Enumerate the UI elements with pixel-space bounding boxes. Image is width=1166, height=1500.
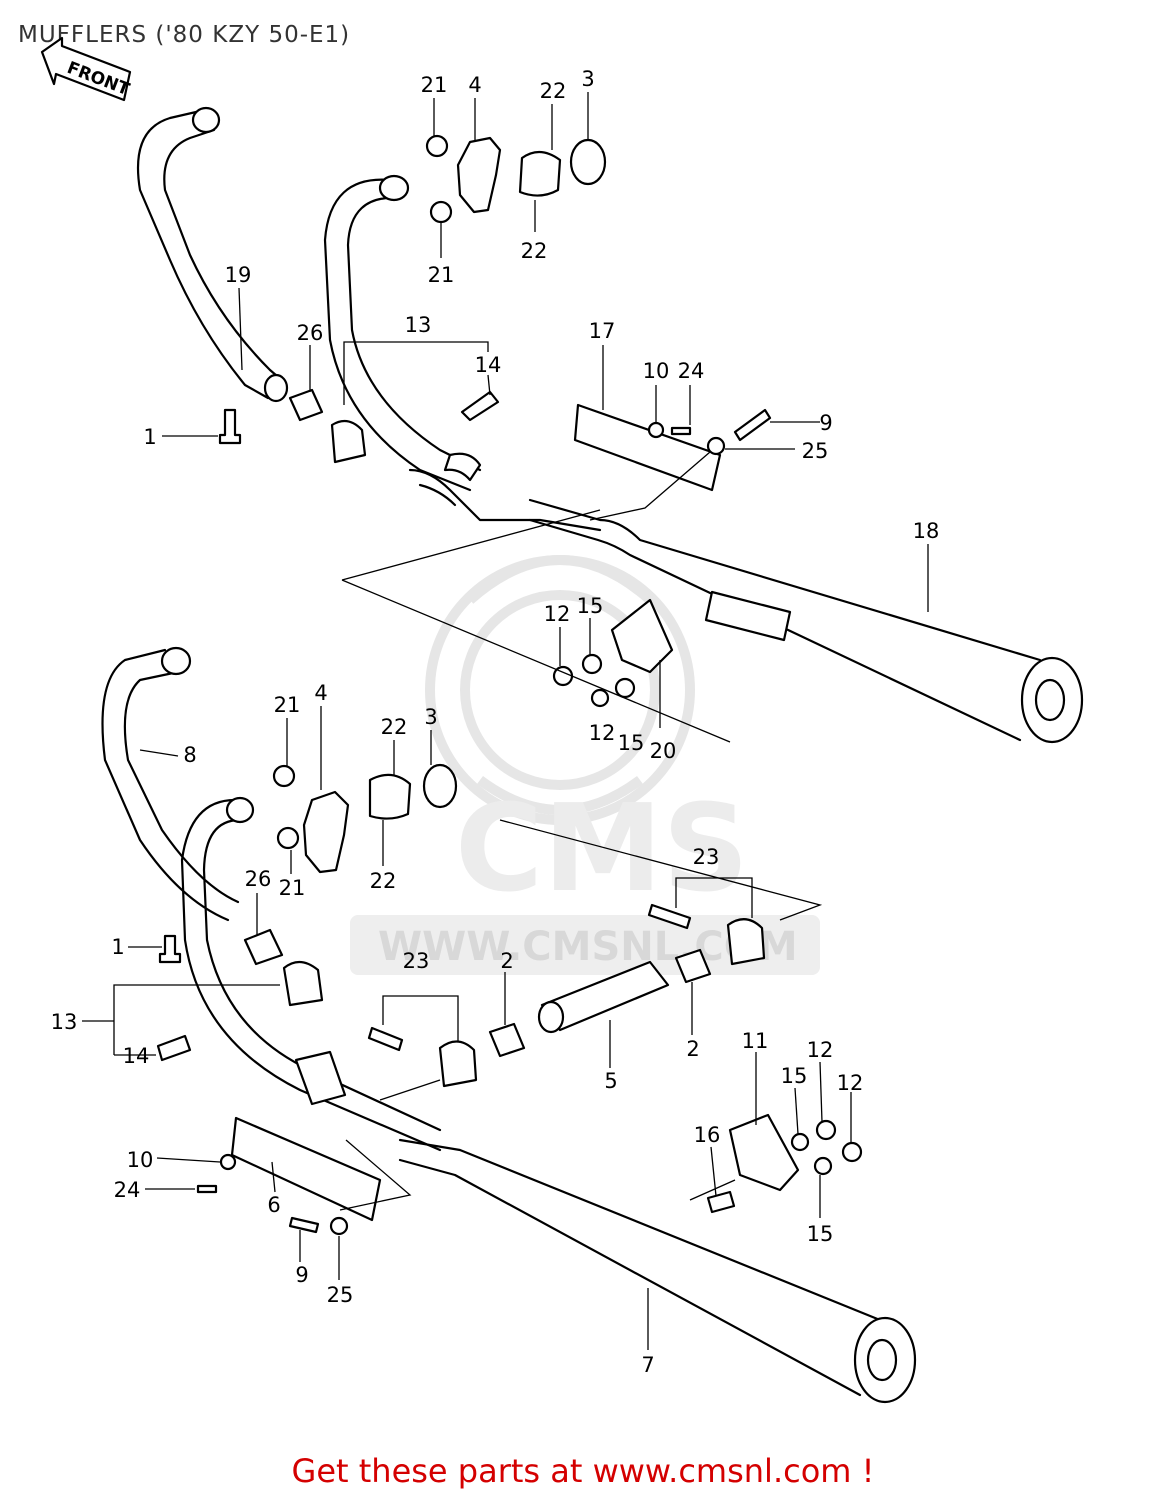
footer-link[interactable]: Get these parts at www.cmsnl.com ! — [291, 1452, 875, 1490]
callout-8: 8 — [183, 743, 196, 767]
callout-14: 14 — [475, 353, 502, 377]
callout-1: 1 — [111, 935, 124, 959]
callout-21: 21 — [428, 263, 455, 287]
callout-13: 13 — [51, 1010, 78, 1034]
callout-21: 21 — [274, 693, 301, 717]
callout-23: 23 — [693, 845, 720, 869]
callout-14: 14 — [123, 1044, 150, 1068]
callout-12: 12 — [589, 721, 616, 745]
callout-20: 20 — [650, 739, 677, 763]
callout-12: 12 — [807, 1038, 834, 1062]
callout-15: 15 — [618, 731, 645, 755]
callout-4: 4 — [314, 681, 327, 705]
callout-26: 26 — [297, 321, 324, 345]
callout-12: 12 — [544, 602, 571, 626]
front-arrow-icon: FRONT — [40, 36, 132, 102]
watermark-logo: CMS WWW.CMSNL.COM — [350, 555, 820, 975]
callout-15: 15 — [781, 1064, 808, 1088]
watermark-cms-text: CMS — [455, 780, 749, 919]
callout-1: 1 — [143, 425, 156, 449]
callout-11: 11 — [742, 1029, 769, 1053]
callout-4: 4 — [468, 73, 481, 97]
callout-3: 3 — [424, 705, 437, 729]
upper-exhaust-assembly — [136, 106, 1084, 744]
callout-2: 2 — [500, 949, 513, 973]
callout-23: 23 — [403, 949, 430, 973]
callout-24: 24 — [114, 1178, 141, 1202]
callout-7: 7 — [641, 1353, 654, 1377]
page-title: MUFFLERS ('80 KZY 50-E1) — [18, 22, 351, 48]
callout-21: 21 — [279, 876, 306, 900]
callout-17: 17 — [589, 319, 616, 343]
callout-25: 25 — [327, 1283, 354, 1307]
callout-18: 18 — [913, 519, 940, 543]
callout-25: 25 — [802, 439, 829, 463]
callout-3: 3 — [581, 67, 594, 91]
callout-16: 16 — [694, 1123, 721, 1147]
callout-2: 2 — [686, 1037, 699, 1061]
callout-6: 6 — [267, 1193, 280, 1217]
callout-leaders — [82, 92, 929, 1350]
callout-13: 13 — [405, 313, 432, 337]
callout-22: 22 — [540, 79, 567, 103]
callout-19: 19 — [225, 263, 252, 287]
callout-22: 22 — [381, 715, 408, 739]
callout-15: 15 — [807, 1222, 834, 1246]
callout-9: 9 — [819, 411, 832, 435]
callout-12: 12 — [837, 1071, 864, 1095]
callout-5: 5 — [604, 1069, 617, 1093]
callout-15: 15 — [577, 594, 604, 618]
callout-labels: 21 4 22 3 22 21 19 26 13 14 17 10 24 9 2… — [51, 67, 940, 1377]
callout-21: 21 — [421, 73, 448, 97]
callout-9: 9 — [295, 1263, 308, 1287]
lower-exhaust-assembly — [101, 646, 917, 1404]
callout-26: 26 — [245, 867, 272, 891]
callout-10: 10 — [127, 1148, 154, 1172]
callout-10: 10 — [643, 359, 670, 383]
callout-22: 22 — [521, 239, 548, 263]
callout-24: 24 — [678, 359, 705, 383]
callout-22: 22 — [370, 869, 397, 893]
